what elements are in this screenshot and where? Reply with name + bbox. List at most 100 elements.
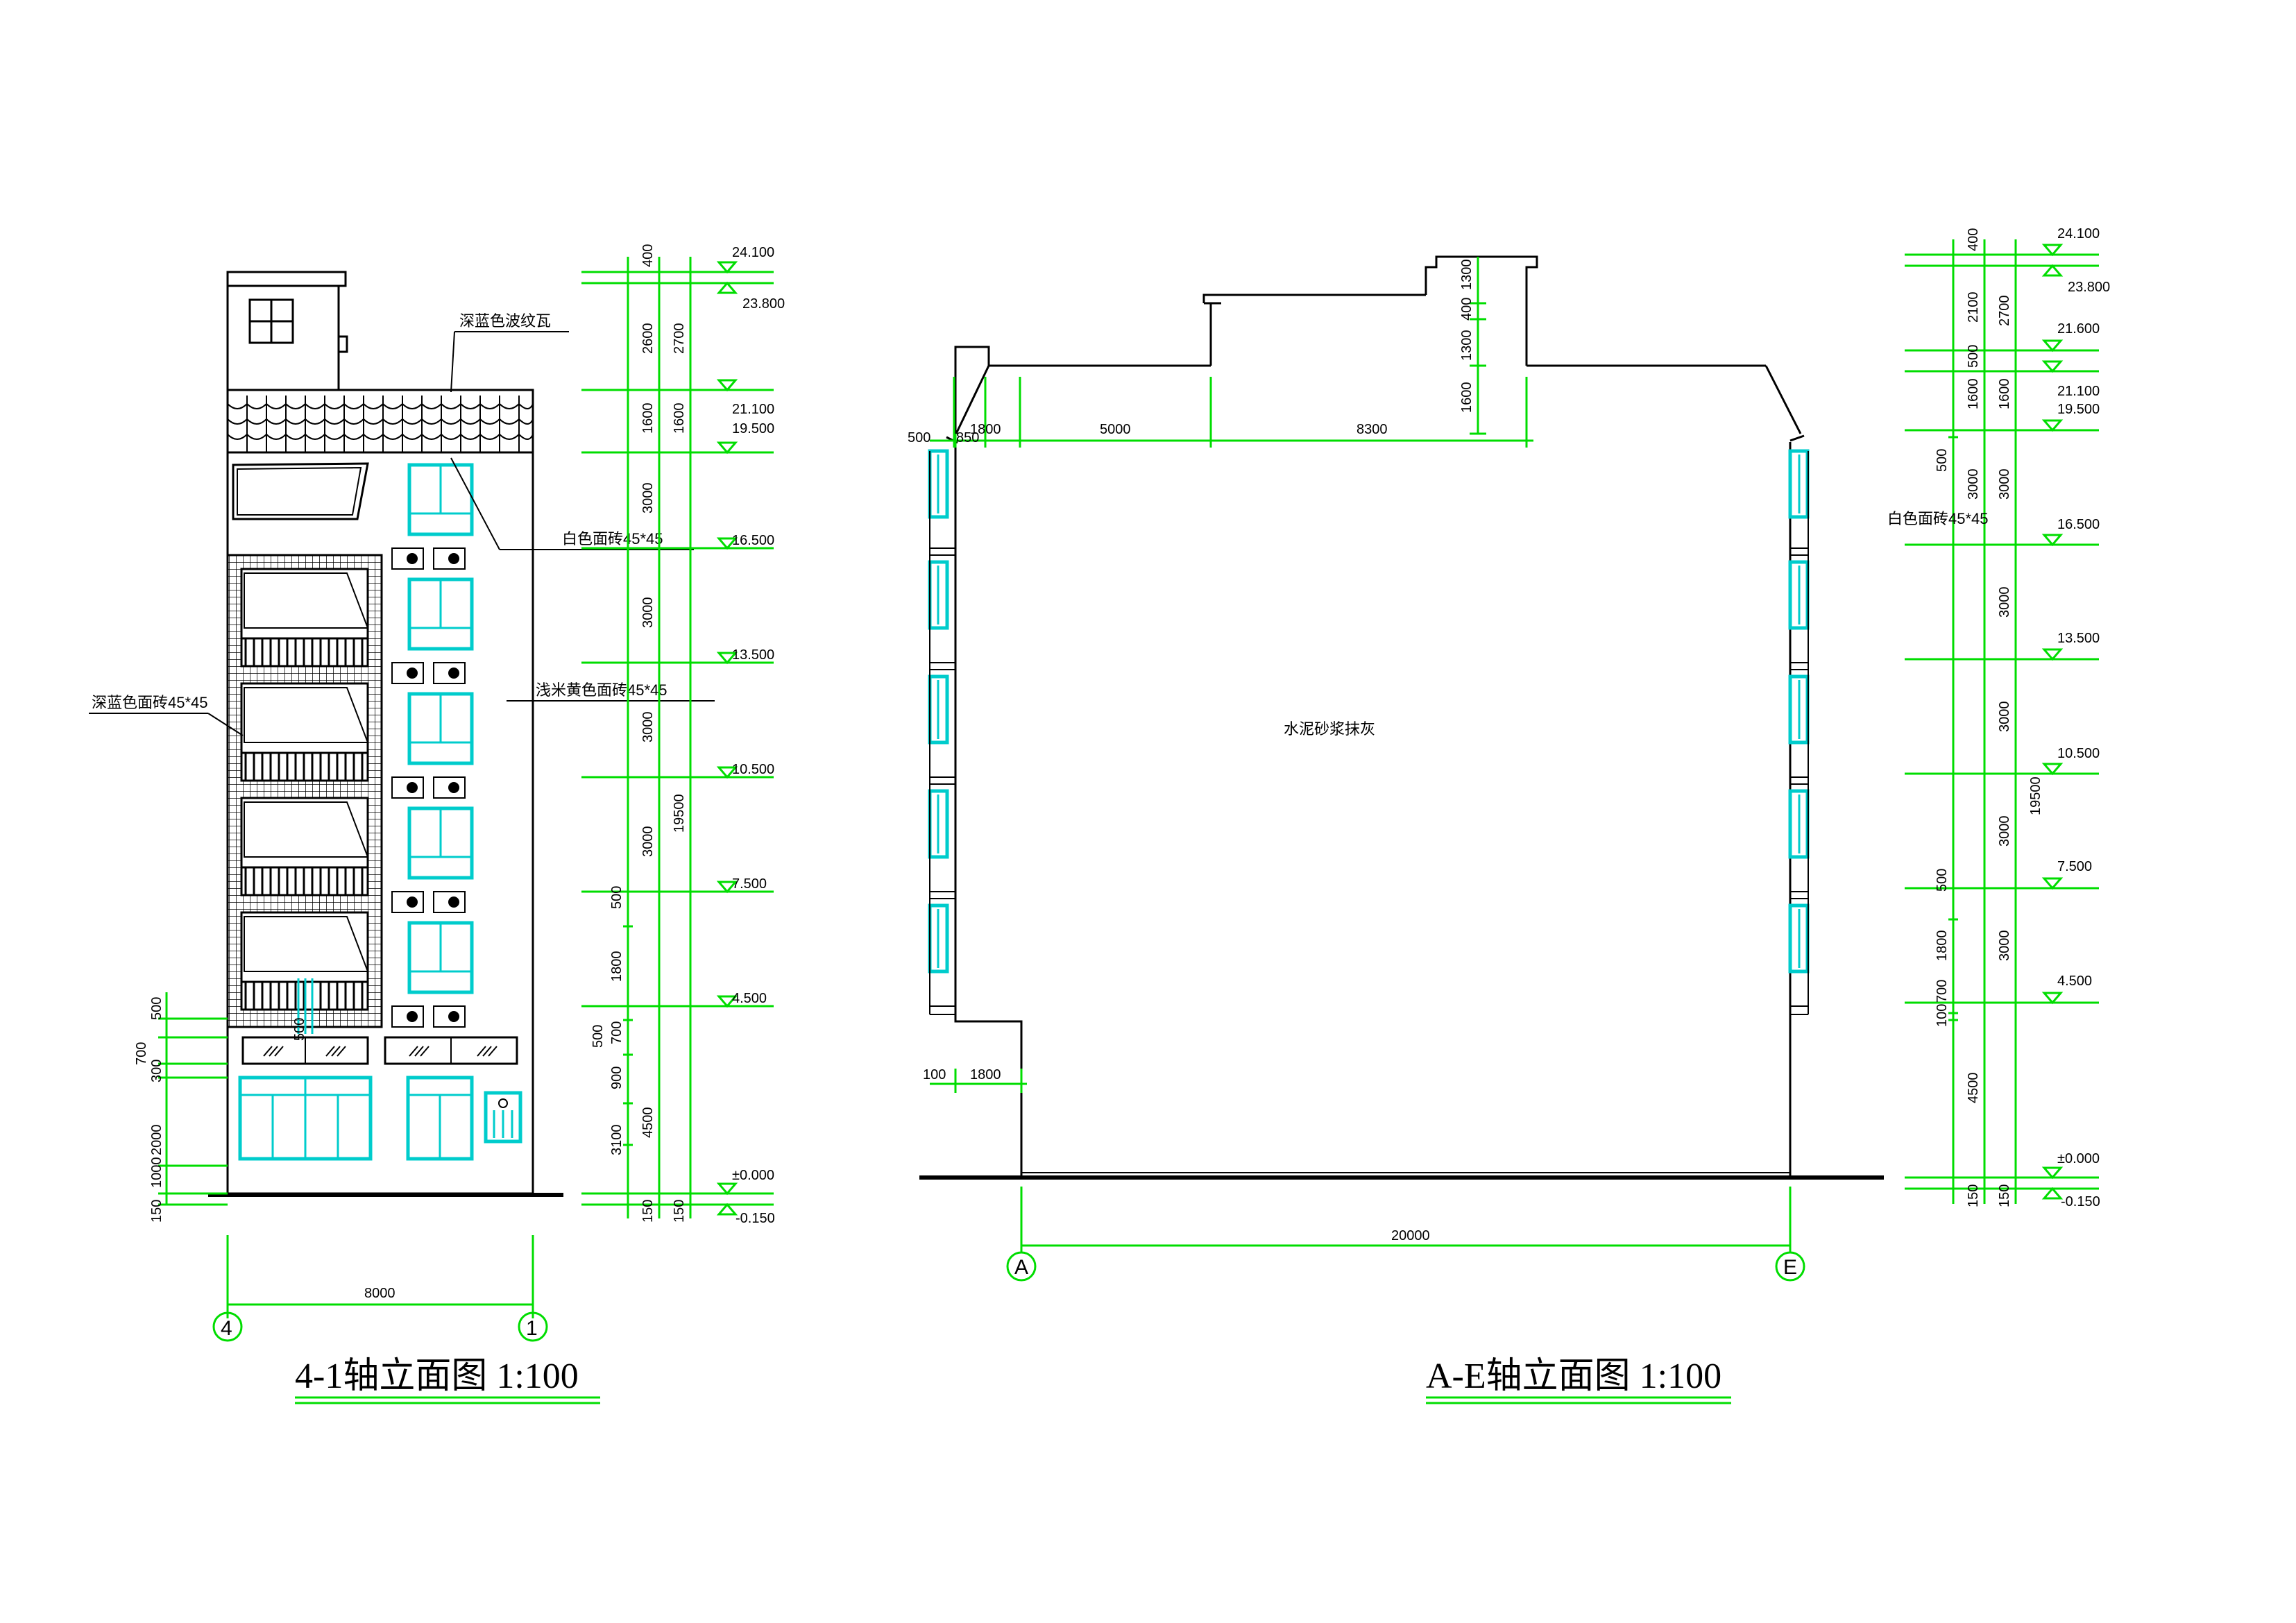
left-base-dims: [158, 992, 228, 1206]
ae-elev: -0.150: [2061, 1194, 2100, 1209]
dim: 3000: [640, 483, 656, 514]
ae-dim: 100: [1934, 1004, 1950, 1027]
top-dim-8300: 8300: [1357, 422, 1388, 437]
ae-dim: 1600: [1997, 379, 2012, 410]
roof-leader: [450, 331, 455, 393]
ac-units: [391, 547, 466, 1028]
ae-elev: 13.500: [2057, 631, 2100, 646]
dim: 2600: [640, 323, 656, 355]
axis-4: 4: [221, 1317, 232, 1340]
dim: 150: [640, 1200, 656, 1223]
ae-dim: 3000: [1997, 469, 2012, 500]
ae-dim: 1800: [1934, 931, 1950, 962]
ae-elev: 16.500: [2057, 517, 2100, 532]
ae-structure: [946, 255, 1805, 1178]
dim: 1000: [149, 1157, 164, 1189]
left-level-lines: [581, 257, 774, 1218]
ae-dim: 19500: [2028, 776, 2043, 815]
dim: 3000: [640, 712, 656, 743]
ae-elev: 4.500: [2057, 974, 2092, 989]
elev-19500: 19.500: [732, 421, 774, 436]
elev-minus0150: -0.150: [735, 1211, 775, 1226]
ae-elev: 10.500: [2057, 746, 2100, 761]
ae-dim: 150: [1997, 1184, 2012, 1207]
blue-tile-note: 深蓝色面砖45*45: [92, 694, 208, 711]
top-dim-850: 850: [956, 430, 979, 445]
dim: 900: [609, 1067, 624, 1089]
dim: 1600: [672, 403, 687, 434]
tower-dim: 1300: [1459, 330, 1474, 362]
left-title: 4-1轴立面图 1:100: [295, 1357, 579, 1396]
dim: 700: [609, 1021, 624, 1044]
axis-e: E: [1783, 1256, 1797, 1279]
blue-tile-frame: [226, 554, 383, 1028]
top-opening: [232, 462, 369, 520]
ae-dim: 3000: [1997, 587, 2012, 618]
top-dim-500: 500: [908, 430, 930, 445]
white-tile-note: 白色面砖45*45: [562, 530, 663, 547]
ae-dim: 500: [1966, 345, 1981, 368]
ae-dim: 500: [1934, 449, 1950, 472]
top-dim-5000: 5000: [1100, 422, 1131, 437]
base-dim-100: 100: [923, 1067, 946, 1082]
ae-top-dims: [930, 377, 1533, 448]
dim: 3000: [640, 597, 656, 629]
ae-tile-note: 白色面砖45*45: [1887, 510, 1989, 527]
dim: 1800: [609, 951, 624, 983]
ae-dim: 3000: [1997, 702, 2012, 733]
elev-24100: 24.100: [732, 245, 774, 260]
beige-tile-note: 浅米黄色面砖45*45: [536, 681, 667, 699]
ae-dim: 2700: [1997, 296, 2012, 327]
ae-elev: 21.100: [2057, 384, 2100, 399]
ae-dim: 2100: [1966, 292, 1981, 323]
ae-dim: 4500: [1966, 1073, 1981, 1104]
dim: 1600: [640, 403, 656, 434]
tower-dim: 1600: [1459, 382, 1474, 414]
dim: 700: [134, 1042, 149, 1065]
elev-10500: 10.500: [732, 762, 774, 777]
tower-dim: 400: [1459, 298, 1474, 321]
ae-dim: 1600: [1966, 379, 1981, 410]
dim: 400: [640, 244, 656, 267]
dim: 3100: [609, 1125, 624, 1156]
elev-7500: 7.500: [732, 876, 767, 892]
ae-elev: ±0.000: [2057, 1151, 2100, 1166]
ae-width-dim: 20000: [1391, 1228, 1430, 1243]
ae-left-windows: [928, 449, 955, 1015]
elev-0000: ±0.000: [732, 1168, 774, 1183]
dim: 500: [149, 997, 164, 1020]
left-elevation: 深蓝色波纹瓦 白色面砖45*45 浅米黄色面砖45*45 深蓝色面砖45*45 …: [89, 244, 785, 1404]
ae-dim: 3000: [1997, 931, 2012, 962]
ae-dim: 700: [1934, 980, 1950, 1003]
elev-23800: 23.800: [742, 296, 785, 312]
axis-1: 1: [526, 1317, 538, 1340]
ae-elev: 23.800: [2068, 280, 2110, 295]
dim: 150: [672, 1200, 687, 1223]
top-dim-1800: 1800: [970, 422, 1001, 437]
dim-small: 500: [292, 1018, 307, 1041]
dim: 3000: [640, 826, 656, 858]
ae-right-windows: [1788, 449, 1810, 1015]
wall-note: 水泥砂浆抹灰: [1284, 720, 1375, 738]
ae-dim: 500: [1934, 869, 1950, 892]
ae-dim: 400: [1966, 228, 1981, 251]
elev-4500: 4.500: [732, 991, 767, 1006]
base-dim-1800: 1800: [970, 1067, 1001, 1082]
roof-tile-note: 深蓝色波纹瓦: [459, 312, 551, 330]
ae-elev: 19.500: [2057, 402, 2100, 417]
ground-floor: [238, 978, 522, 1161]
ae-elev: 21.600: [2057, 321, 2100, 337]
axis-a: A: [1014, 1256, 1028, 1279]
elev-21100: 21.100: [732, 402, 774, 417]
dim: 2700: [672, 323, 687, 355]
ae-dim: 3000: [1966, 469, 1981, 500]
ae-elev: 7.500: [2057, 859, 2092, 874]
tower-dim: 1300: [1459, 260, 1474, 291]
ae-level-lines: [1905, 239, 2099, 1204]
dim: 500: [590, 1025, 606, 1048]
dim: 500: [609, 886, 624, 909]
ae-width-dims: [1006, 1187, 1805, 1282]
dim: 2000: [149, 1125, 164, 1156]
width-dim: 8000: [364, 1286, 396, 1301]
